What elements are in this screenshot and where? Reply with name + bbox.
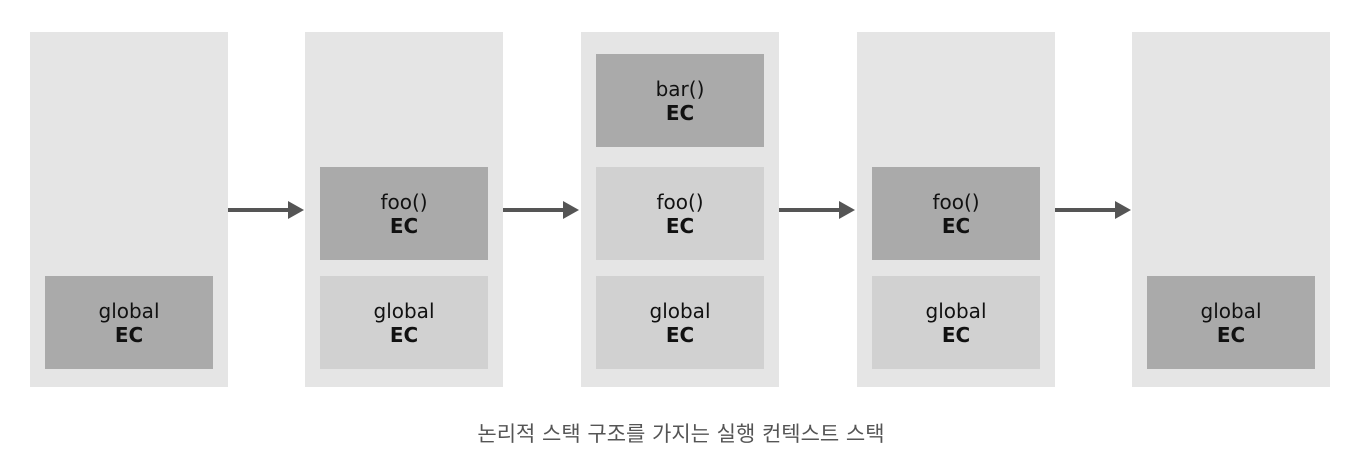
- stack-frame-foo: foo() EC: [872, 167, 1040, 260]
- frame-name: global: [649, 298, 711, 323]
- frame-label: EC: [665, 100, 695, 125]
- frame-name: global: [98, 298, 160, 323]
- stack-frame-global: global EC: [872, 276, 1040, 369]
- frame-label: EC: [1216, 322, 1246, 347]
- stack-frame-foo: foo() EC: [320, 167, 488, 260]
- stack-frame-global: global EC: [320, 276, 488, 369]
- frame-label: EC: [665, 322, 695, 347]
- stack-step-4: foo() EC global EC: [857, 32, 1055, 387]
- frame-name: foo(): [932, 189, 980, 214]
- stack-frame-global: global EC: [596, 276, 764, 369]
- stack-frame-global: global EC: [1147, 276, 1315, 369]
- stack-step-2: foo() EC global EC: [305, 32, 503, 387]
- frame-name: global: [373, 298, 435, 323]
- diagram-caption: 논리적 스택 구조를 가지는 실행 컨텍스트 스택: [477, 422, 885, 446]
- arrow-right-icon: [503, 201, 579, 219]
- frame-label: EC: [389, 322, 419, 347]
- frame-name: bar(): [655, 76, 705, 101]
- frame-label: EC: [389, 213, 419, 238]
- frame-name: foo(): [656, 189, 704, 214]
- frame-label: EC: [114, 322, 144, 347]
- stack-frame-foo: foo() EC: [596, 167, 764, 260]
- frame-name: global: [925, 298, 987, 323]
- frame-label: EC: [941, 322, 971, 347]
- arrow-right-icon: [228, 201, 304, 219]
- arrow-right-icon: [1055, 201, 1131, 219]
- stack-frame-global: global EC: [45, 276, 213, 369]
- stack-frame-bar: bar() EC: [596, 54, 764, 147]
- arrow-right-icon: [779, 201, 855, 219]
- frame-name: foo(): [380, 189, 428, 214]
- stack-step-1: global EC: [30, 32, 228, 387]
- stack-step-5: global EC: [1132, 32, 1330, 387]
- frame-name: global: [1200, 298, 1262, 323]
- stack-step-3: bar() EC foo() EC global EC: [581, 32, 779, 387]
- frame-label: EC: [665, 213, 695, 238]
- frame-label: EC: [941, 213, 971, 238]
